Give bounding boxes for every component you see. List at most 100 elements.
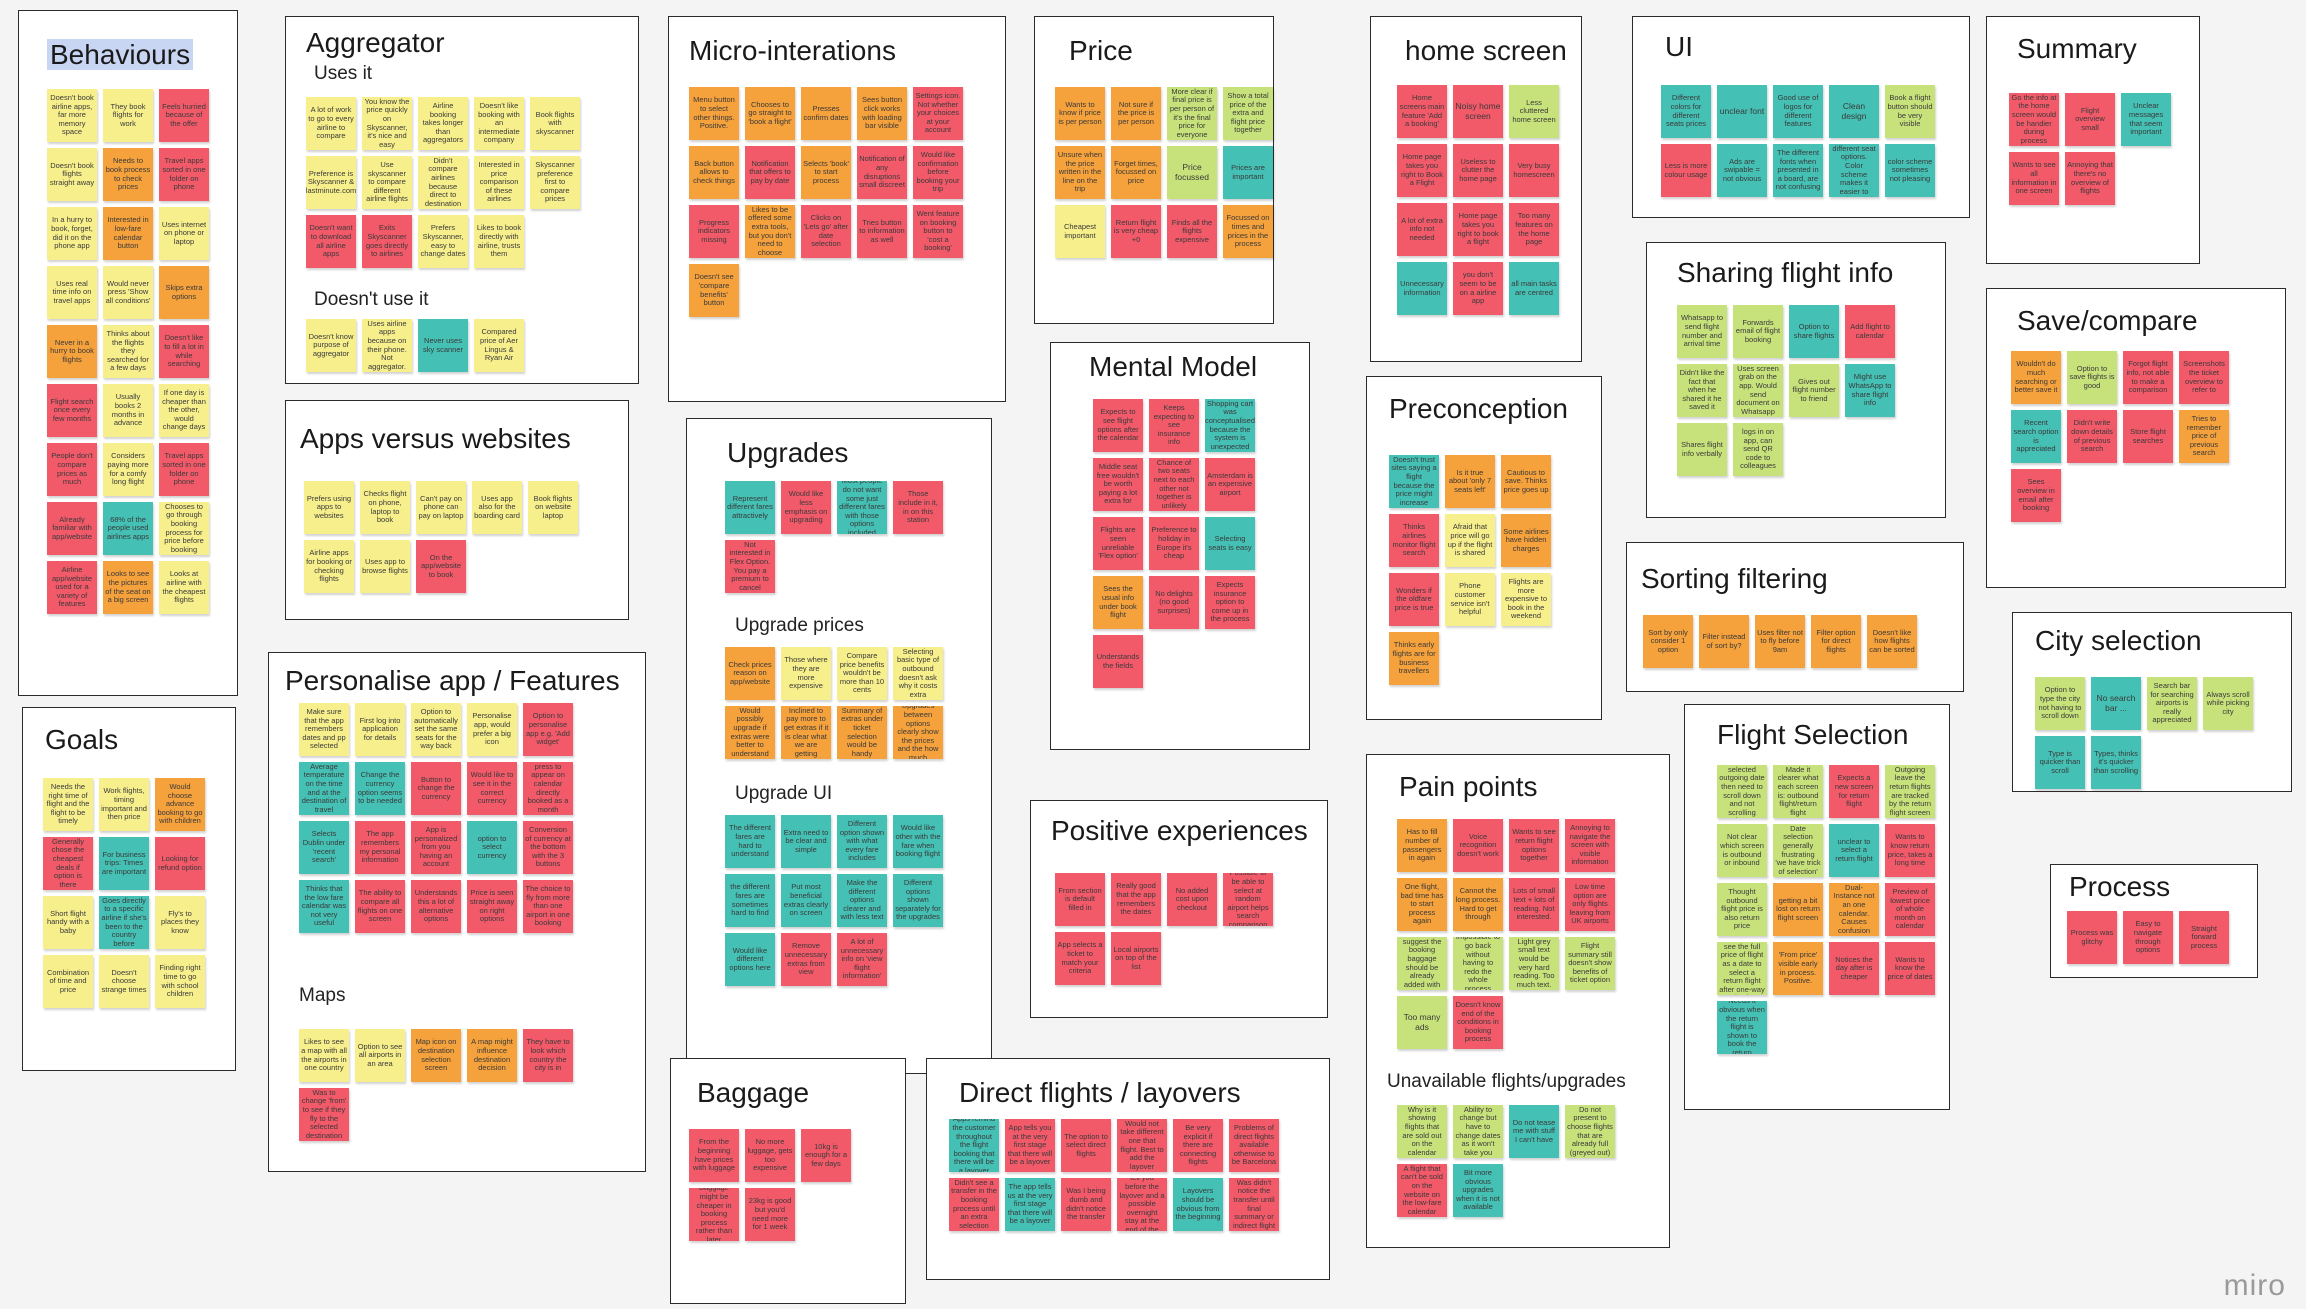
sticky-note[interactable]: Notices the day after is cheaper bbox=[1829, 942, 1879, 995]
sticky-note[interactable]: Forwards email of flight booking bbox=[1733, 305, 1783, 358]
sticky-note[interactable]: Needs the right time of flight and the f… bbox=[43, 778, 93, 831]
sticky-note[interactable]: Add flight to calendar bbox=[1845, 305, 1895, 358]
sticky-note[interactable]: App is personalized from you having an a… bbox=[411, 821, 461, 874]
sticky-note[interactable]: Made it clearer what each screen is: out… bbox=[1773, 765, 1823, 818]
sticky-note[interactable]: Progress indicators missing bbox=[689, 205, 739, 258]
sticky-note[interactable]: Very busy homescreen bbox=[1509, 144, 1559, 197]
sticky-note[interactable]: Impossible to go back without having to … bbox=[1453, 937, 1503, 990]
sticky-note[interactable]: Types, thinks it's quicker than scrollin… bbox=[2091, 736, 2141, 789]
sticky-note[interactable]: Button to change the currency bbox=[411, 762, 461, 815]
sticky-note[interactable]: Looks to see the pictures of the seat on… bbox=[103, 561, 153, 614]
sticky-note[interactable]: The option to select direct flights bbox=[1061, 1119, 1111, 1172]
sticky-note[interactable]: Needs it obvious when the return flight … bbox=[1717, 1001, 1767, 1054]
sticky-note[interactable]: Store flight searches bbox=[2123, 410, 2173, 463]
sticky-note[interactable]: A lot of work to go to every airline to … bbox=[306, 97, 356, 150]
sticky-note[interactable]: Uses app to browse flights bbox=[360, 540, 410, 593]
sticky-note[interactable]: Would like other with the fare when book… bbox=[893, 815, 943, 868]
frame-goals[interactable]: Goals Needs the right time of flight and… bbox=[22, 707, 236, 1071]
sticky-note[interactable]: Inclined to pay more to get extras if it… bbox=[781, 706, 831, 759]
sticky-note[interactable]: Shopping cart was conceptualised because… bbox=[1205, 399, 1255, 452]
sticky-note[interactable]: Needs to book process to check prices bbox=[103, 148, 153, 201]
sticky-note[interactable]: Settings icon. Not whether your choices … bbox=[913, 87, 963, 140]
sticky-note[interactable]: Is it true about 'only 7 seats left' bbox=[1445, 455, 1495, 508]
sticky-note[interactable]: Likes to book directly with airline, tru… bbox=[474, 215, 524, 268]
frame-behaviours[interactable]: Behaviours Doesn't book airline apps, fa… bbox=[18, 10, 238, 696]
sticky-note[interactable]: Has to fill number of passengers in agai… bbox=[1397, 819, 1447, 872]
sticky-note[interactable]: unclear font bbox=[1717, 85, 1767, 138]
sticky-note[interactable]: You know the price quickly on Skyscanner… bbox=[362, 97, 412, 150]
sticky-note[interactable]: Never uses sky scanner bbox=[418, 319, 468, 372]
sticky-note[interactable]: Go the info at the home screen would be … bbox=[2009, 93, 2059, 146]
sticky-note[interactable]: Doesn't know purpose of aggregator bbox=[306, 319, 356, 372]
sticky-note[interactable]: They have to look which country the city… bbox=[523, 1029, 573, 1082]
sticky-note[interactable]: App selects a ticket to match your crite… bbox=[1055, 932, 1105, 985]
sticky-note[interactable]: Light grey small text would be very hard… bbox=[1509, 937, 1559, 990]
sticky-note[interactable]: Travel apps sorted in one folder on phon… bbox=[159, 443, 209, 496]
sticky-note[interactable]: Cautious to save. Thinks price goes up bbox=[1501, 455, 1551, 508]
sticky-note[interactable]: Amsterdam is an expensive airport bbox=[1205, 458, 1255, 511]
sticky-note[interactable]: Too many ads bbox=[1397, 996, 1447, 1049]
sticky-note[interactable]: Notification that offers to pay by date bbox=[745, 146, 795, 199]
sticky-note[interactable]: Keeps expecting to see insurance info bbox=[1149, 399, 1199, 452]
sticky-note[interactable]: Feels hurried because of the offer bbox=[159, 89, 209, 142]
frame-home-screen[interactable]: home screen Home screens main feature 'A… bbox=[1370, 16, 1582, 362]
frame-sorting-filtering[interactable]: Sorting filtering Sort by only consider … bbox=[1626, 542, 1964, 692]
frame-baggage[interactable]: Baggage From the beginning have prices w… bbox=[670, 1058, 906, 1304]
sticky-note[interactable]: Summary of extras under ticket selection… bbox=[837, 706, 887, 759]
sticky-note[interactable]: Already familiar with app/website bbox=[47, 502, 97, 555]
sticky-note[interactable]: Exits Skyscanner goes directly to airlin… bbox=[362, 215, 412, 268]
sticky-note[interactable]: Wants to see return flight options toget… bbox=[1509, 819, 1559, 872]
sticky-note[interactable]: Chance of two seats next to each other n… bbox=[1149, 458, 1199, 511]
sticky-note[interactable]: Check prices reason on app/website bbox=[725, 647, 775, 700]
sticky-note[interactable]: Upgrades between options clearly show th… bbox=[893, 706, 943, 759]
sticky-note[interactable]: Gives out flight number to friend bbox=[1789, 364, 1839, 417]
sticky-note[interactable]: Process was glitchy bbox=[2067, 911, 2117, 964]
sticky-note[interactable]: For business trips: Times are important bbox=[99, 837, 149, 890]
sticky-note[interactable]: Filter option for direct flights bbox=[1811, 615, 1861, 668]
sticky-note[interactable]: Combination of time and price bbox=[43, 955, 93, 1008]
frame-flight-selection[interactable]: Flight Selection Once selected outgoing … bbox=[1684, 704, 1950, 1110]
sticky-note[interactable]: Screenshots the ticket overview to refer… bbox=[2179, 351, 2229, 404]
sticky-note[interactable]: Date selection generally frustrating 'we… bbox=[1773, 824, 1823, 877]
sticky-note[interactable]: Different colors for different seats pri… bbox=[1661, 85, 1711, 138]
sticky-note[interactable]: Unnecessary information bbox=[1397, 262, 1447, 315]
sticky-note[interactable]: Flights are more expensive to book in th… bbox=[1501, 573, 1551, 626]
sticky-note[interactable]: you don't seem to be on a airline app bbox=[1453, 262, 1503, 315]
sticky-note[interactable]: One flight, bad time has to start proces… bbox=[1397, 878, 1447, 931]
sticky-note[interactable]: Fly's to places they know bbox=[155, 896, 205, 949]
sticky-note[interactable]: Back button allows to check things bbox=[689, 146, 739, 199]
sticky-note[interactable]: Expects to see flight options after the … bbox=[1093, 399, 1143, 452]
sticky-note[interactable]: The choice to fly from more than one air… bbox=[523, 880, 573, 933]
sticky-note[interactable]: Ads are swipable = not obvious bbox=[1717, 144, 1767, 197]
frame-micro-interactions[interactable]: Micro-interations Menu button to select … bbox=[668, 16, 1006, 402]
sticky-note[interactable]: Thinks early flights are for business tr… bbox=[1389, 632, 1439, 685]
sticky-note[interactable]: Unclear messages that seem important bbox=[2121, 93, 2171, 146]
sticky-note[interactable]: The different fares are hard to understa… bbox=[725, 815, 775, 868]
sticky-note[interactable]: Preview of lowest price of whole month o… bbox=[1885, 883, 1935, 936]
sticky-note[interactable]: Didn't like the fact that when he shared… bbox=[1677, 364, 1727, 417]
sticky-note[interactable]: Possible to be able to select at random … bbox=[1223, 873, 1273, 926]
sticky-note[interactable]: unclear to select a return flight bbox=[1829, 824, 1879, 877]
sticky-note[interactable]: Would like different options here bbox=[725, 933, 775, 986]
sticky-note[interactable]: Extra need to be clear and simple bbox=[781, 815, 831, 868]
sticky-note[interactable]: Clean design bbox=[1829, 85, 1879, 138]
sticky-note[interactable]: Doesn't choose strange times bbox=[99, 955, 149, 1008]
sticky-note[interactable]: Doesn't like to fill a lot in while sear… bbox=[159, 325, 209, 378]
sticky-note[interactable]: Price is seen straight away on right opt… bbox=[467, 880, 517, 933]
sticky-note[interactable]: Shares flight info verbally bbox=[1677, 423, 1727, 476]
sticky-note[interactable]: The ability to compare all flights on on… bbox=[355, 880, 405, 933]
sticky-note[interactable]: Thinks airlines monitor flight search bbox=[1389, 514, 1439, 567]
sticky-note[interactable]: Wouldn't do much searching or better sav… bbox=[2011, 351, 2061, 404]
frame-summary[interactable]: Summary Go the info at the home screen w… bbox=[1986, 16, 2200, 264]
sticky-note[interactable]: Finds all the flights expensive bbox=[1167, 205, 1217, 258]
sticky-note[interactable]: Outgoing leave the return flights are tr… bbox=[1885, 765, 1935, 818]
sticky-note[interactable]: Clicks on 'Lets go' after date selection bbox=[801, 205, 851, 258]
sticky-note[interactable]: 68% of the people used airlines apps bbox=[103, 502, 153, 555]
sticky-note[interactable]: Didn't see a transfer in the booking pro… bbox=[949, 1178, 999, 1231]
sticky-note[interactable]: Thought outbound flight price is also re… bbox=[1717, 883, 1767, 936]
sticky-note[interactable]: Doesn't know end of the conditions in bo… bbox=[1453, 996, 1503, 1049]
sticky-note[interactable]: Home screens main feature 'Add a booking… bbox=[1397, 85, 1447, 138]
frame-save-compare[interactable]: Save/compare Wouldn't do much searching … bbox=[1986, 288, 2286, 588]
sticky-note[interactable]: the different fares are sometimes hard t… bbox=[725, 874, 775, 927]
sticky-note[interactable]: Expects a new screen for return flight bbox=[1829, 765, 1879, 818]
